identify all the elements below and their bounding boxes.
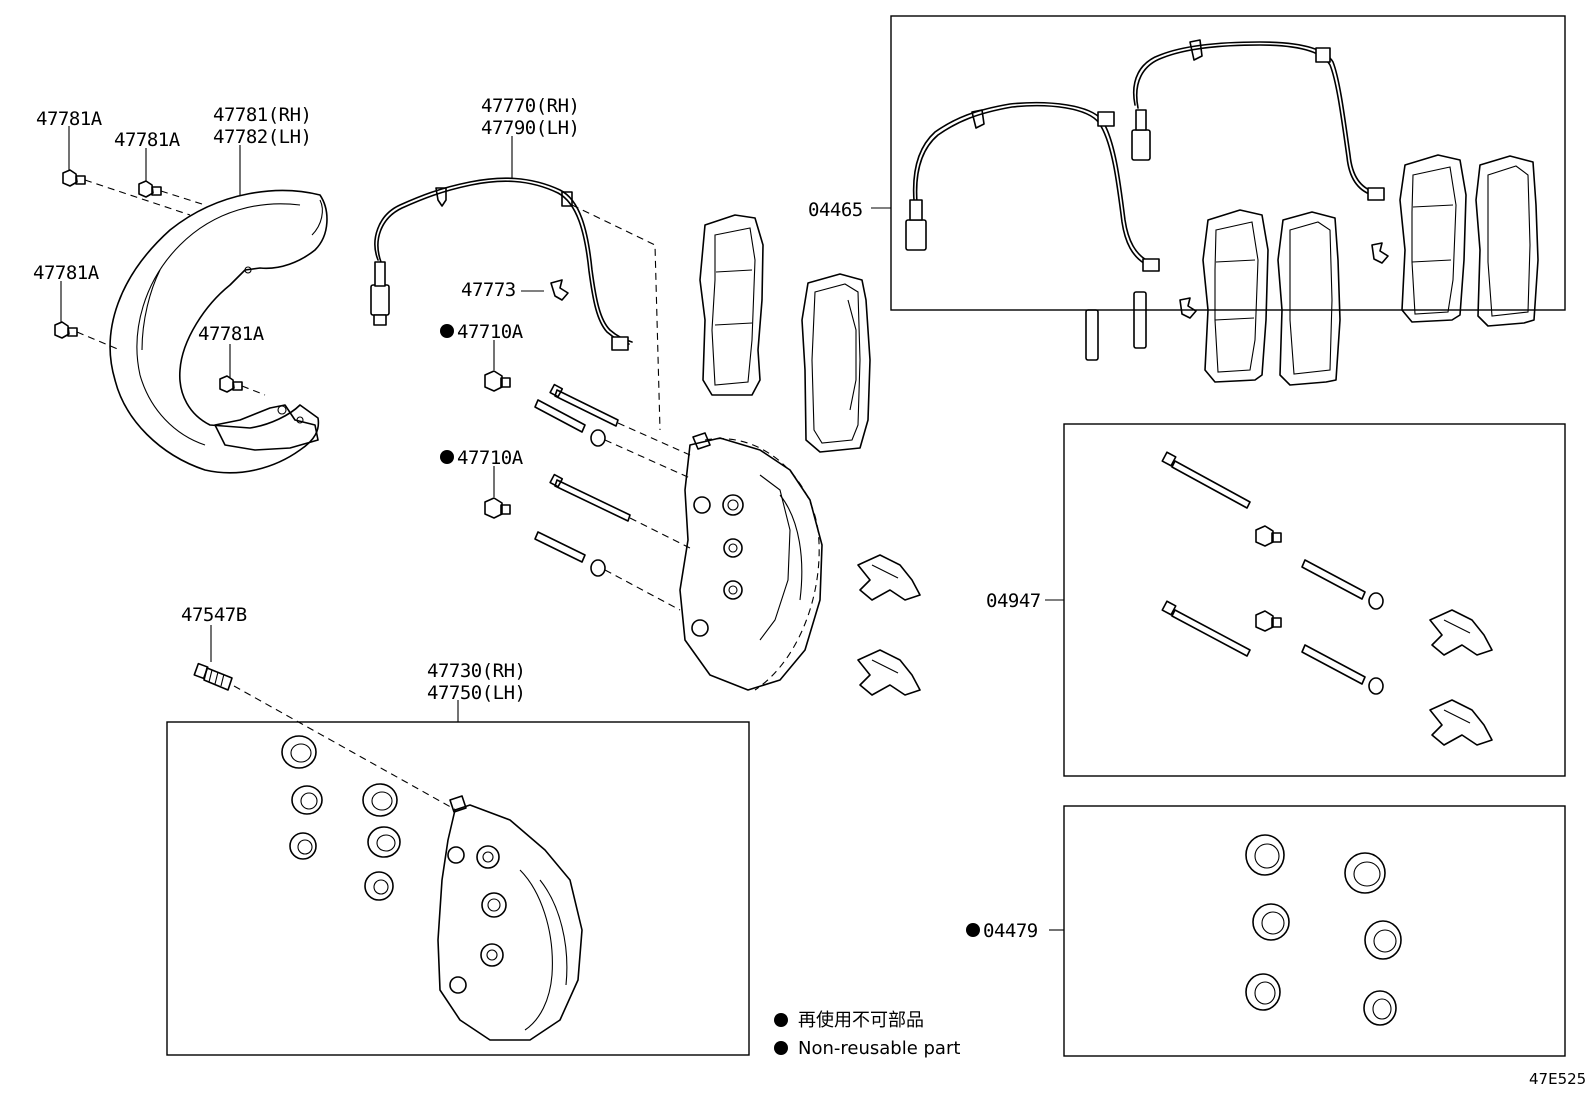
label-shield-lh: 47782(LH) <box>213 126 311 148</box>
brake-pad-1 <box>699 214 764 396</box>
kit-sensor-1 <box>905 101 1160 272</box>
kit-pad-1 <box>1202 209 1269 383</box>
label-clip: 47773 <box>461 279 516 301</box>
brake-pad-2 <box>801 273 871 453</box>
label-seal-kit: 04479 <box>983 920 1038 942</box>
pad-kit-box <box>890 15 1566 311</box>
label-caliper-rh: 47730(RH) <box>427 660 525 682</box>
kit-pad-3 <box>1399 154 1467 323</box>
non-reusable-dot-2 <box>440 450 454 464</box>
label-pin-kit: 04947 <box>986 590 1041 612</box>
kit-sensor-2 <box>1131 39 1385 201</box>
kit-seals <box>1245 834 1402 1026</box>
kit-pins <box>1161 451 1384 695</box>
legend-en: Non-reusable part <box>798 1038 960 1059</box>
wear-sensor <box>370 177 633 351</box>
caliper-body <box>437 795 583 1041</box>
legend-dot-jp <box>774 1013 788 1027</box>
label-shield-bolt-3: 47781A <box>33 262 100 284</box>
label-sensor-lh: 47790(LH) <box>481 117 579 139</box>
shield-bolt-1 <box>62 169 86 187</box>
label-caliper-lh: 47750(LH) <box>427 682 525 704</box>
caliper-assembly-upper <box>679 432 823 691</box>
anti-rattle-clip-2 <box>857 649 921 696</box>
label-shield-bolt-2: 47781A <box>114 129 181 151</box>
bleeder-screw <box>193 662 233 691</box>
dust-shield <box>109 189 328 474</box>
non-reusable-dot-3 <box>966 923 980 937</box>
caliper-bolt-top <box>484 370 511 392</box>
legend-dot-en <box>774 1041 788 1055</box>
guide-pins <box>534 383 631 577</box>
label-sensor-rh: 47770(RH) <box>481 95 579 117</box>
non-reusable-dot-1 <box>440 324 454 338</box>
legend-jp: 再使用不可部品 <box>798 1010 924 1031</box>
shield-bolt-4 <box>219 375 243 393</box>
caliper-box <box>166 721 750 1056</box>
label-bleeder: 47547B <box>181 604 247 626</box>
pin-kit-box <box>1063 423 1566 777</box>
label-shield-bolt-4: 47781A <box>198 323 265 345</box>
label-pad-kit: 04465 <box>808 199 863 221</box>
label-shield-rh: 47781(RH) <box>213 104 311 126</box>
anti-rattle-clip-1 <box>857 554 921 601</box>
sensor-clip <box>550 279 569 301</box>
reference-code: 47E525 <box>1529 1070 1586 1088</box>
piston-seals <box>281 735 401 901</box>
kit-pad-4 <box>1475 155 1539 327</box>
kit-pad-2 <box>1277 211 1341 386</box>
caliper-bolt-mid <box>484 497 511 519</box>
label-bolt-top: 47710A <box>457 321 524 343</box>
seal-kit-box <box>1063 805 1566 1057</box>
shield-bolt-3 <box>54 321 78 339</box>
kit-clips <box>1429 609 1493 746</box>
shield-bolt-2 <box>138 180 162 198</box>
label-bolt-mid: 47710A <box>457 447 524 469</box>
label-shield-bolt-1: 47781A <box>36 108 103 130</box>
kit-small-parts <box>1085 242 1389 361</box>
